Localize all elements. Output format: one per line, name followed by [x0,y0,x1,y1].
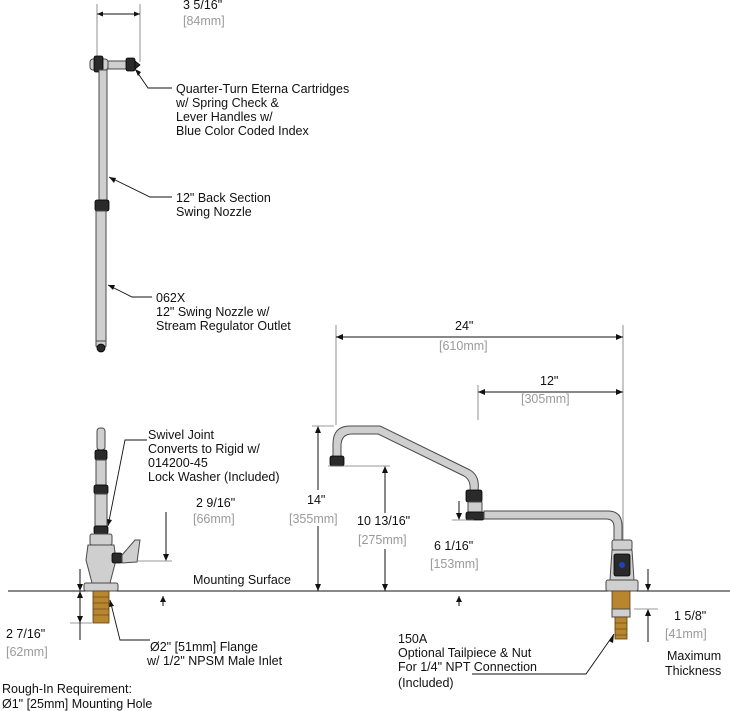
swing-nozzle-top [95,210,107,342]
outlet-height-metric: [153mm] [430,557,479,571]
nozzle-callout-line1: 062X [156,291,186,305]
front-swing-nozzle [483,510,623,541]
spout-height-metric: [275mm] [358,533,407,547]
cartridge-callout-line2: w/ Spring Check & [175,96,279,110]
max-thickness-imperial: 1 5/8" [674,609,706,623]
top-view: 3 5/16" [84mm] Quarter-Turn Eterna Cartr… [89,0,349,353]
tailpiece-callout-line3: For 1/4" NPT Connection [398,660,537,674]
shank-length-metric: [62mm] [6,645,48,659]
handle-height-metric: [66mm] [193,512,235,526]
cartridge-offset-imperial: 3 5/16" [183,0,222,12]
front-reach-imperial: 12" [540,374,558,388]
rough-in-title: Rough-In Requirement: [2,682,132,696]
tailpiece-callout-line2: Optional Tailpiece & Nut [398,646,532,660]
cartridge-callout-line1: Quarter-Turn Eterna Cartridges [176,82,349,96]
side-view-left: Swivel Joint Converts to Rigid w/ 014200… [2,427,283,711]
max-thickness-label1: Maximum [667,649,721,663]
outlet-height-imperial: 6 1/16" [434,539,473,553]
cartridge-callout-line4: Blue Color Coded Index [176,124,309,138]
nozzle-callout-line2: 12" Swing Nozzle w/ [156,305,270,319]
back-section-nozzle-top [98,69,108,201]
side-view-right: 24" [610mm] 12" [305mm] [287,319,721,690]
swivel-callout-line2: Converts to Rigid w/ [148,442,260,456]
tailpiece-callout-line1: 150A [398,632,428,646]
shank-length-imperial: 2 7/16" [6,627,45,641]
front-reach-metric: [305mm] [521,392,570,406]
swivel-callout-line4: Lock Washer (Included) [148,470,280,484]
back-spout [332,425,479,499]
back-section-callout-line1: 12" Back Section [176,191,271,205]
cartridge-offset-metric: [84mm] [183,14,225,28]
tailpiece-callout-line4: (Included) [398,676,454,690]
rough-in-detail: Ø1" [25mm] Mounting Hole [2,697,152,711]
overall-height-imperial: 14" [307,493,325,507]
overall-reach-metric: [610mm] [439,339,488,353]
handle-height-imperial: 2 9/16" [196,496,235,510]
max-thickness-label2: Thickness [665,664,721,678]
nozzle-callout-line3: Stream Regulator Outlet [156,319,291,333]
swivel-callout-line3: 014200-45 [148,456,208,470]
mounting-surface-label: Mounting Surface [193,573,291,587]
flange-callout-line1: Ø2" [51mm] Flange [150,640,258,654]
flange-callout-line2: w/ 1/2" NPSM Male Inlet [146,654,283,668]
overall-height-metric: [355mm] [289,512,338,526]
max-thickness-metric: [41mm] [665,627,707,641]
back-section-callout-line2: Swing Nozzle [176,205,252,219]
overall-reach-imperial: 24" [455,319,473,333]
spout-height-imperial: 10 13/16" [357,514,410,528]
cartridge-callout-line3: Lever Handles w/ [176,110,273,124]
swivel-callout-line1: Swivel Joint [148,428,215,442]
